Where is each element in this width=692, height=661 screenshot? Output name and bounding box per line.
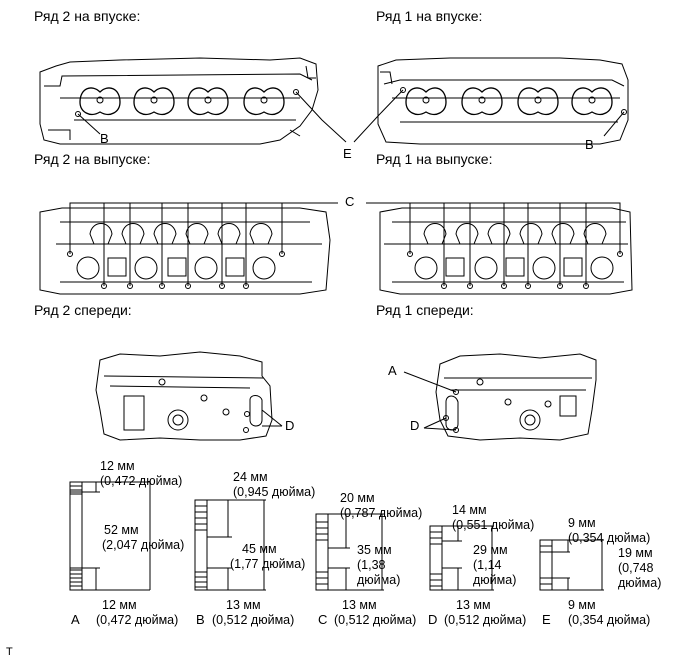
callout-e: E (343, 146, 352, 161)
stud-b-drawing (194, 499, 266, 591)
stud-d-bot: 13 мм(0,512 дюйма) (444, 598, 527, 627)
footer-mark: T (6, 646, 13, 658)
stud-c-letter: C (318, 612, 328, 627)
stud-a-drawing (69, 481, 151, 591)
callout-c: C (345, 194, 355, 209)
stud-e-drawing (539, 539, 604, 591)
stud-d-drawing (429, 525, 494, 591)
stud-e-bot: 9 мм(0,354 дюйма) (568, 598, 651, 627)
stud-a-letter: A (71, 612, 80, 627)
stud-d-top: 14 мм(0,551 дюйма) (452, 503, 535, 532)
row1-intake-head-drawing (353, 57, 629, 145)
stud-a-mid: 52 мм(2,047 дюйма) (102, 523, 185, 552)
stud-b-top: 24 мм(0,945 дюйма) (233, 470, 316, 499)
row1-front-head-drawing (403, 353, 597, 441)
stud-b-bot: 13 мм(0,512 дюйма) (212, 598, 295, 627)
callout-d-right: D (410, 418, 420, 433)
heading-row2-exhaust: Ряд 2 на выпуске: (34, 151, 151, 167)
heading-row1-intake: Ряд 1 на впуске: (376, 8, 483, 24)
stud-e-letter: E (542, 612, 551, 627)
heading-row1-exhaust: Ряд 1 на выпуске: (376, 151, 493, 167)
stud-c-bot: 13 мм(0,512 дюйма) (334, 598, 417, 627)
row2-intake-head-drawing (39, 57, 347, 145)
heading-row1-front: Ряд 1 спереди: (376, 302, 474, 318)
row2-exhaust-head-drawing (39, 202, 338, 295)
stud-a-top: 12 мм(0,472 дюйма) (100, 459, 183, 488)
heading-row2-intake: Ряд 2 на впуске: (34, 8, 141, 24)
stud-c-top: 20 мм(0,787 дюйма) (340, 491, 423, 520)
callout-b-left: B (100, 131, 109, 146)
stud-d-letter: D (428, 612, 438, 627)
stud-b-letter: B (196, 612, 205, 627)
heading-row2-front: Ряд 2 спереди: (34, 302, 132, 318)
callout-d-left: D (285, 418, 295, 433)
callout-a-front: A (388, 363, 397, 378)
stud-b-mid: 45 мм(1,77 дюйма) (230, 542, 306, 571)
callout-b-right: B (585, 137, 594, 152)
stud-a-bot: 12 мм(0,472 дюйма) (96, 598, 179, 627)
stud-c-drawing (315, 513, 384, 591)
row1-exhaust-head-drawing (366, 202, 633, 295)
stud-e-top: 9 мм(0,354 дюйма) (568, 516, 651, 545)
row2-front-head-drawing (95, 351, 283, 441)
